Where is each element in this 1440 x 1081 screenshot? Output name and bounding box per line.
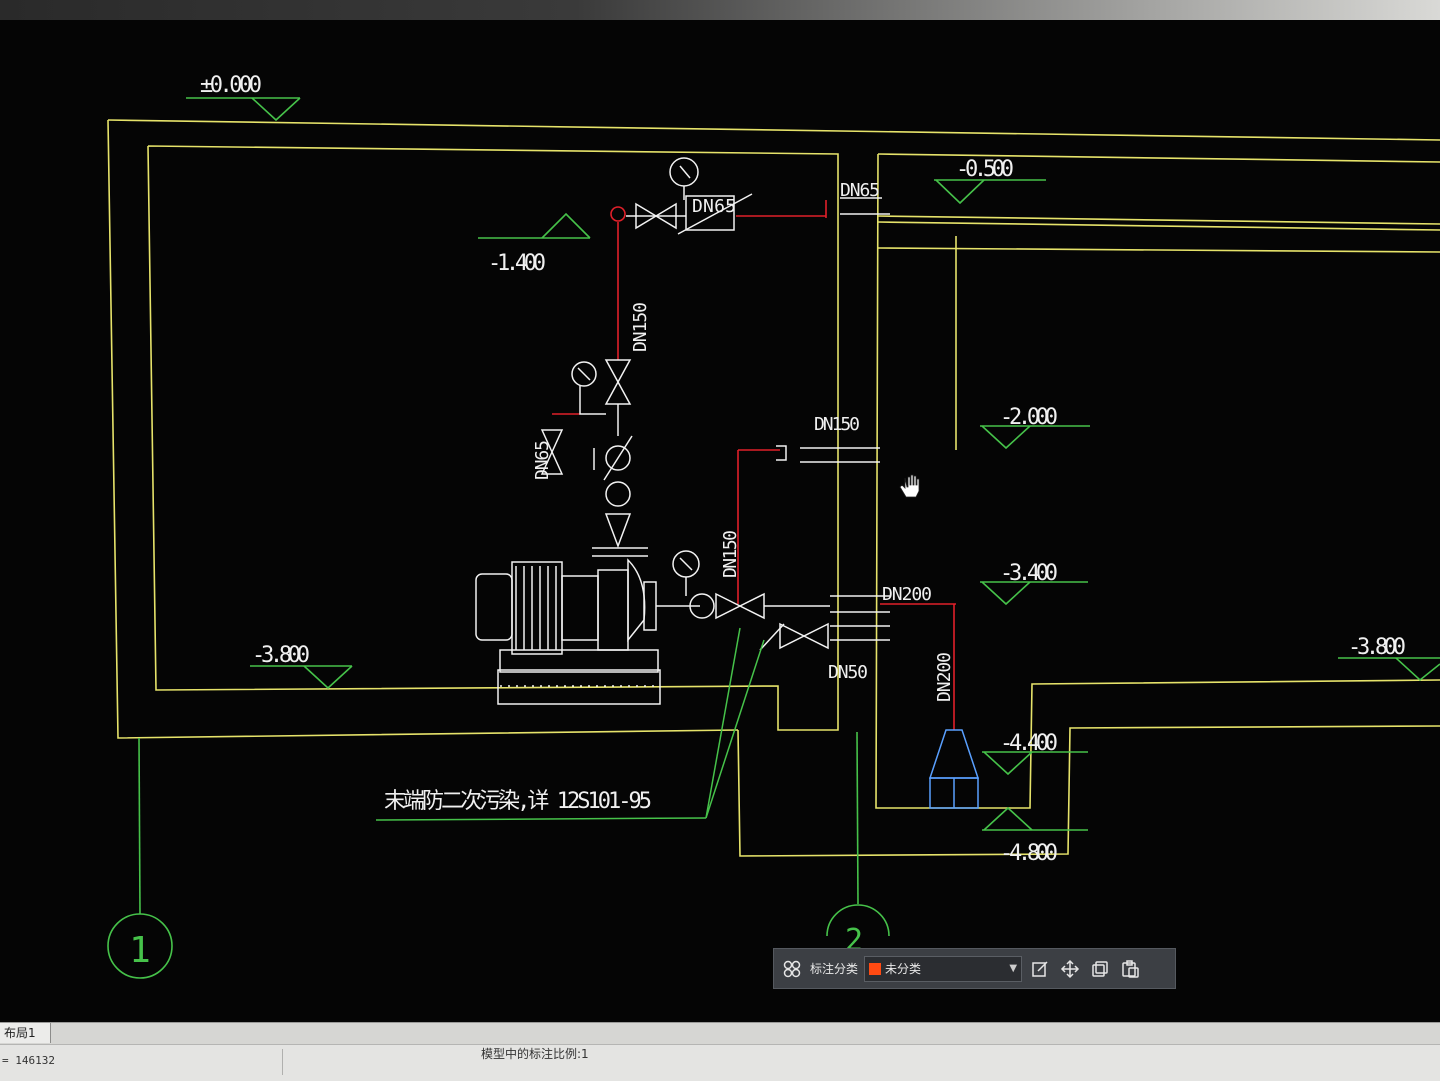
pipework (552, 200, 956, 730)
elevation-0500: -0.500 (956, 157, 1014, 182)
annotation-category-label: 标注分类 (810, 962, 859, 976)
elevation-markers (186, 97, 1440, 831)
label-dn150-vertical: DN150 (630, 302, 651, 352)
grid-icon[interactable] (780, 957, 804, 981)
pit-outline (737, 725, 1440, 857)
tab-layout-1[interactable]: 布局1 (0, 1023, 51, 1043)
elevation-4800: -4.800 (1000, 841, 1058, 866)
elevation-4400: -4.400 (1000, 731, 1058, 756)
label-dn65-wall: DN65 (840, 180, 880, 201)
note-leader (375, 627, 765, 821)
edit-icon[interactable] (1028, 957, 1052, 981)
elevation-0: ±0.000 (200, 73, 262, 98)
left-room-inner (147, 145, 839, 731)
screen-glare (0, 0, 1440, 20)
pipe-size-labels: DN65 DN65 DN150 DN65 DN150 DN150 DN200 D… (532, 180, 955, 702)
label-dn65-bypass: DN65 (532, 440, 553, 480)
elevation-3800-left: -3.800 (252, 643, 310, 668)
axis-bubble-2 (826, 904, 890, 937)
label-dn50-wall: DN50 (828, 662, 868, 683)
label-dn200-vertical: DN200 (934, 652, 955, 702)
hand-cursor-icon (899, 474, 920, 498)
paste-icon[interactable] (1118, 957, 1142, 981)
label-dn150-discharge: DN150 (720, 530, 741, 578)
annotation-note: 末端防二次污染,详 12S101-95 (384, 789, 652, 814)
pump-base (497, 669, 661, 705)
chevron-down-icon: ▼ (1009, 963, 1018, 974)
elevation-2000: -2.000 (1000, 405, 1058, 430)
annotation-scale-status: 模型中的标注比例:1 (481, 1047, 589, 1061)
copy-icon[interactable] (1088, 957, 1112, 981)
category-dropdown[interactable]: 未分类 ▼ (864, 955, 1023, 982)
elevation-3800-right: -3.800 (1348, 635, 1406, 660)
category-color-swatch (869, 962, 882, 975)
axis-bubble-1 (107, 913, 173, 979)
label-dn200-wall: DN200 (882, 584, 932, 605)
cad-drawing[interactable]: 1 2 ±0.000 -0.500 -1.400 (0, 0, 1440, 1022)
move-icon[interactable] (1058, 957, 1082, 981)
pressure-gauge-top (669, 157, 699, 187)
axis-grid (107, 731, 890, 979)
wall-top-outer (107, 119, 1440, 141)
annotation-toolbar: 标注分类 未分类 ▼ (773, 948, 1176, 989)
status-coordinates: = 146132 (2, 1054, 55, 1067)
elevation-3400: -3.400 (1000, 561, 1058, 586)
label-dn65-top: DN65 (692, 196, 736, 217)
axis-label-1: 1 (129, 930, 151, 971)
label-dn150-wall: DN150 (814, 414, 860, 435)
pressure-gauge-mid (571, 361, 597, 387)
right-room-inner (875, 153, 1440, 809)
equipment (475, 157, 980, 809)
elevation-texts: ±0.000 -0.500 -1.400 -2.000 -3.400 -3.80… (200, 73, 1406, 866)
pump-motor (475, 573, 513, 641)
layout-tab-strip: 布局1 (0, 1022, 1440, 1045)
wall-left-outer (107, 119, 739, 739)
structure-walls (107, 119, 1440, 857)
status-divider (282, 1049, 283, 1075)
category-value: 未分类 (885, 962, 922, 976)
right-room-top (877, 153, 1440, 163)
elevation-1400: -1.400 (488, 251, 546, 276)
drawing-canvas[interactable]: 1 2 ±0.000 -0.500 -1.400 (0, 0, 1440, 1022)
status-bar: = 146132 模型中的标注比例:1 (0, 1044, 1440, 1081)
